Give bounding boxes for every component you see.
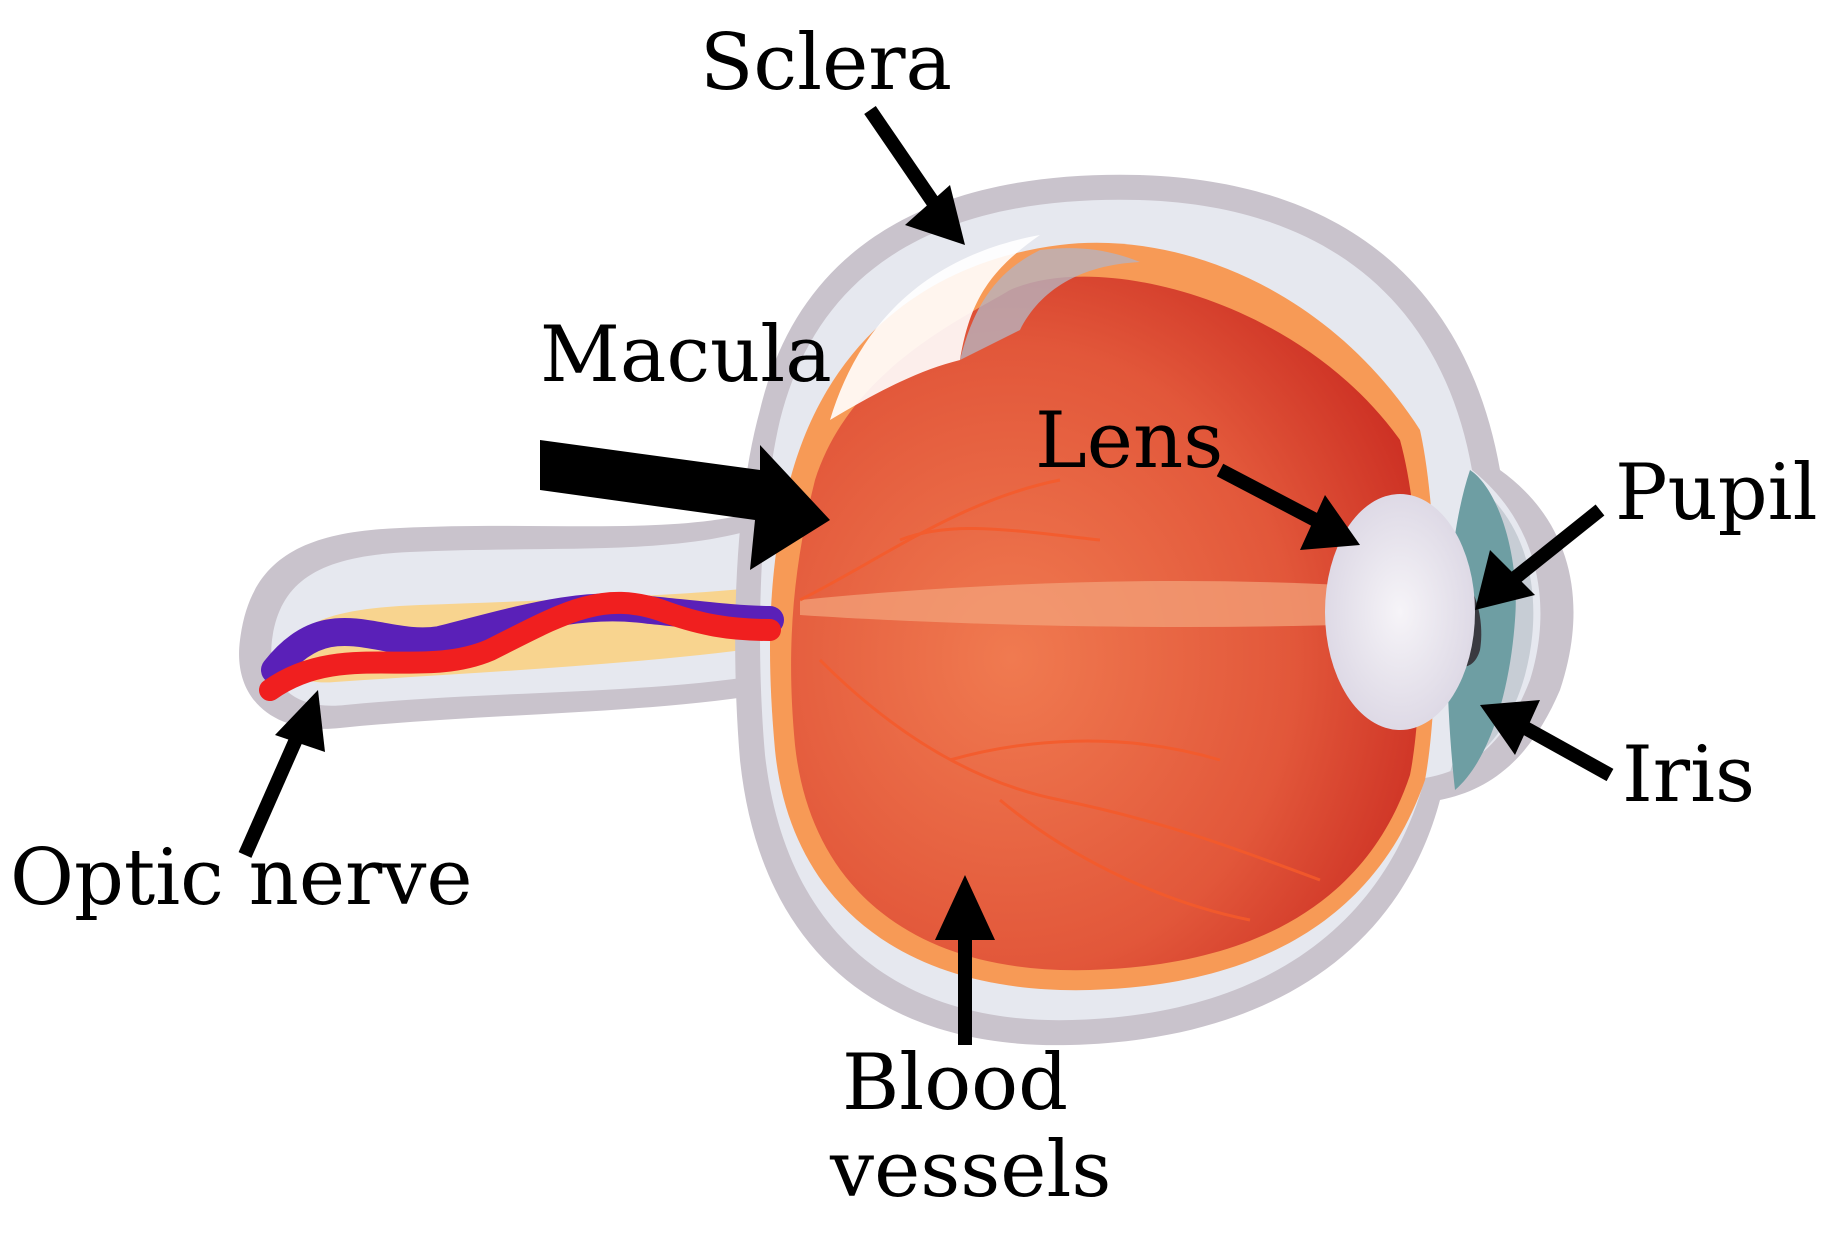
iris-arrow bbox=[1480, 700, 1614, 782]
pupil-arrow bbox=[1475, 504, 1605, 610]
blood-vessels-label-line1: Blood bbox=[841, 1038, 1069, 1128]
optic-nerve-vessels bbox=[259, 591, 784, 701]
vitreous-body bbox=[770, 235, 1436, 991]
sclera-label: Sclera bbox=[700, 18, 953, 108]
macula-label: Macula bbox=[540, 310, 832, 400]
annotation-arrows bbox=[238, 106, 1614, 1045]
lens-label: Lens bbox=[1035, 396, 1224, 486]
lens-arrow bbox=[1216, 463, 1360, 550]
macula-arrow bbox=[540, 440, 830, 570]
iris-label: Iris bbox=[1622, 730, 1756, 820]
optic-nerve-arrow bbox=[238, 690, 325, 858]
lens-shape bbox=[1325, 494, 1475, 730]
blood-vessels-arrow bbox=[935, 875, 995, 1045]
blood-vessels-label: Blood vessels bbox=[830, 1038, 1112, 1216]
sclera-arrow bbox=[864, 106, 965, 245]
blood-vessels-label-line2: vessels bbox=[830, 1125, 1112, 1216]
optic-nerve-label: Optic nerve bbox=[10, 833, 473, 923]
retinal-blood-vessels bbox=[799, 478, 1321, 922]
pupil-label: Pupil bbox=[1615, 448, 1818, 538]
